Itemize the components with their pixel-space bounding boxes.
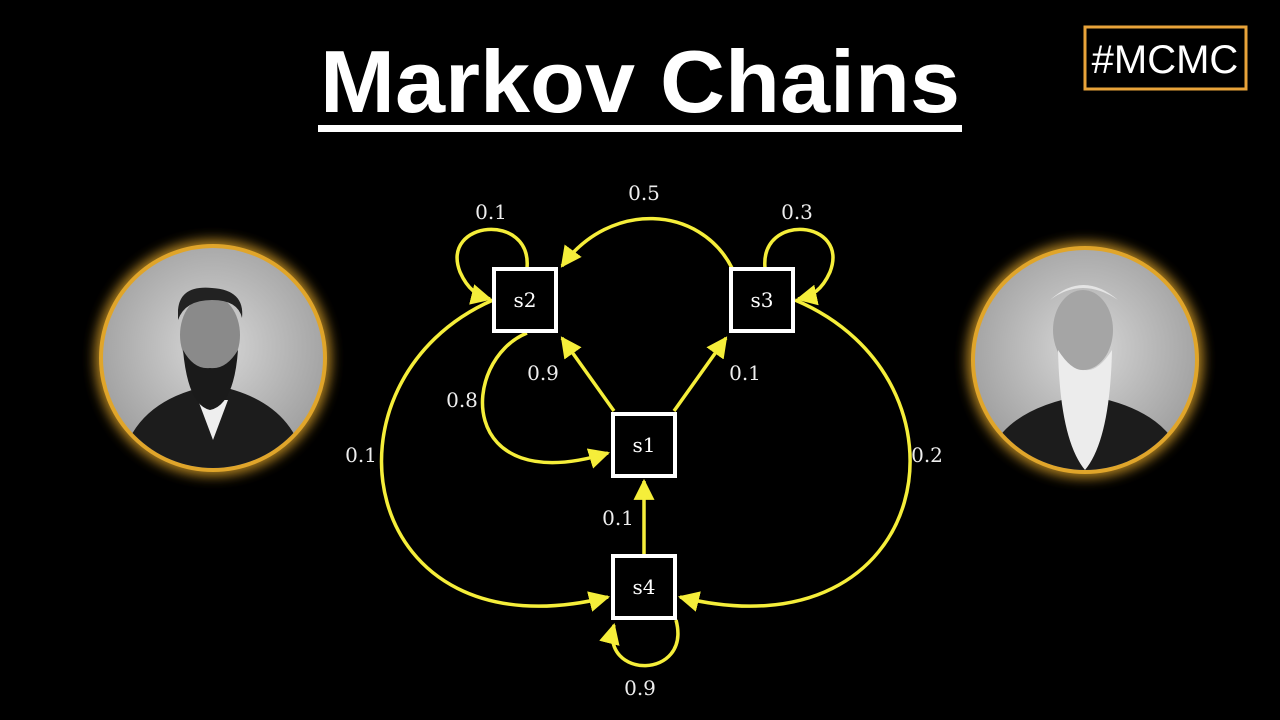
edge-label: 0.3 <box>781 200 813 224</box>
edge-label: 0.1 <box>475 200 507 224</box>
edge-label: 0.1 <box>602 506 634 530</box>
portrait-right <box>967 242 1203 478</box>
edge-s1-s3 <box>672 336 728 413</box>
tag-badge <box>1083 25 1248 91</box>
title-underline <box>318 125 962 132</box>
edge-s3-s4 <box>677 298 912 612</box>
svg-text:s2: s2 <box>514 288 537 312</box>
node-s1: s1 <box>611 412 677 478</box>
edge-s4-s4 <box>599 619 680 668</box>
edge-label: 0.8 <box>446 388 478 412</box>
edge-label: 0.9 <box>624 676 656 700</box>
edge-s3-s3 <box>763 227 835 306</box>
tag-text: #MCMC <box>1092 38 1239 82</box>
portrait-left <box>95 240 331 476</box>
node-s3: s3 <box>729 267 795 333</box>
edge-s2-s4 <box>379 298 611 612</box>
edge-label: 0.9 <box>527 361 559 385</box>
edge-label: 0.5 <box>628 181 660 205</box>
edge-s2-s2 <box>455 227 529 305</box>
markov-edges <box>379 216 912 668</box>
edge-s1-s2 <box>560 336 616 413</box>
node-s4: s4 <box>611 554 677 620</box>
page-title: Markov Chains <box>320 32 960 131</box>
edge-label: 0.1 <box>729 361 761 385</box>
svg-text:s3: s3 <box>751 288 774 312</box>
edge-s3-s2 <box>560 216 734 269</box>
edge-label: 0.1 <box>345 443 377 467</box>
svg-text:s4: s4 <box>633 575 656 599</box>
edge-label: 0.2 <box>911 443 943 467</box>
svg-text:s1: s1 <box>633 433 656 457</box>
node-s2: s2 <box>492 267 558 333</box>
edge-s2-s1 <box>480 331 611 469</box>
